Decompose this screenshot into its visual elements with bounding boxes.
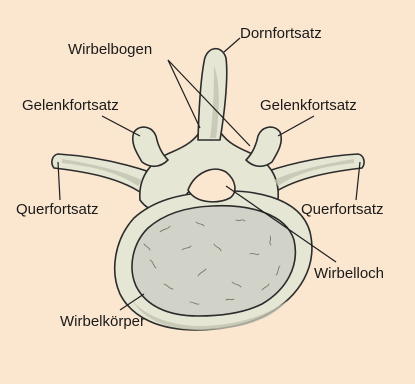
label-querfortsatz-right: Querfortsatz bbox=[301, 201, 384, 218]
label-dornfortsatz: Dornfortsatz bbox=[240, 25, 322, 42]
label-querfortsatz-left: Querfortsatz bbox=[16, 201, 99, 218]
label-gelenkfortsatz-left: Gelenkfortsatz bbox=[22, 97, 119, 114]
label-wirbelloch: Wirbelloch bbox=[314, 265, 384, 282]
label-gelenkfortsatz-right: Gelenkfortsatz bbox=[260, 97, 357, 114]
trabecula bbox=[226, 299, 234, 300]
label-wirbelbogen: Wirbelbogen bbox=[68, 41, 152, 58]
label-wirbelkoerper: Wirbelkörper bbox=[60, 313, 145, 330]
